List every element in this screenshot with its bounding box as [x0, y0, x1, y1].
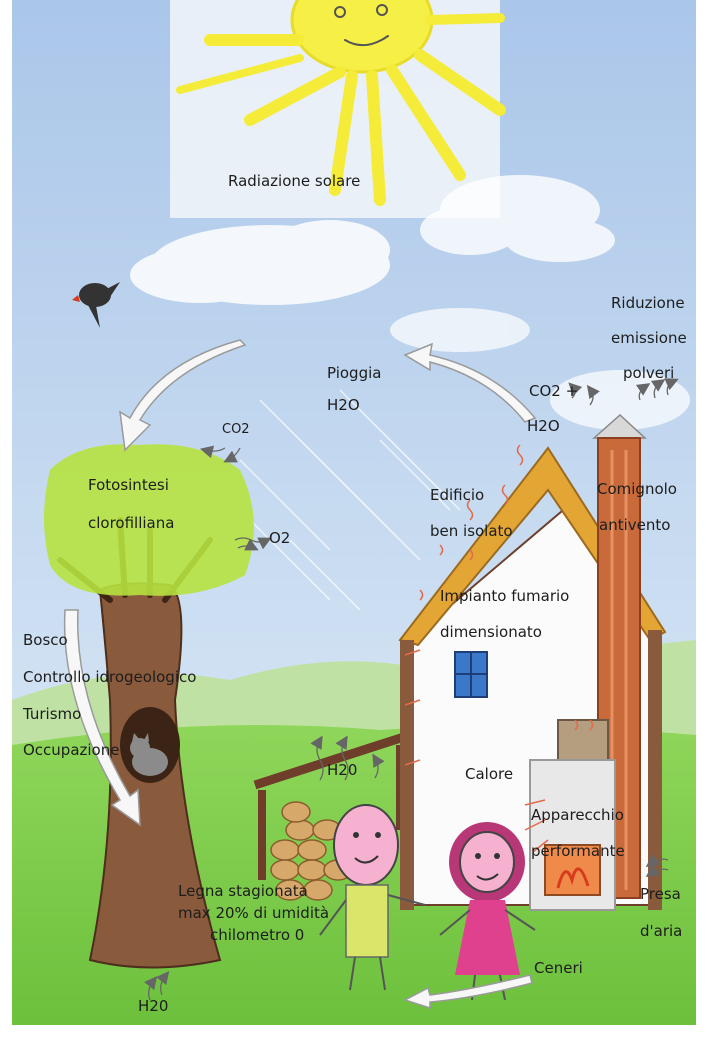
air-intake-label-1: Presa — [640, 885, 681, 903]
squiggle-arrows — [144, 378, 679, 1001]
firewood-label-2: max 20% di umidità — [178, 904, 330, 922]
firewood-label-1: Legna stagionata — [178, 882, 308, 900]
chimney-label-2: antivento — [599, 516, 671, 534]
appliance-label-1: Apparecchio — [531, 806, 624, 824]
solar-radiation-label: Radiazione solare — [228, 172, 361, 190]
reduction-label-1: Riduzione — [611, 294, 685, 312]
cat-icon — [130, 733, 168, 776]
rain-h2o-label: H2O — [327, 396, 360, 414]
heat-label: Calore — [465, 765, 514, 783]
co2-plus-label: CO2 + — [529, 382, 579, 400]
ground-h2o-label: H20 — [138, 997, 169, 1015]
cloud-icon — [130, 220, 390, 305]
rain-streaks — [239, 389, 461, 611]
photosynthesis-label-2: clorofilliana — [88, 514, 175, 532]
sun-icon — [176, 0, 506, 206]
flue-label-2: dimensionato — [440, 623, 542, 641]
tree-co2-label: CO2 — [222, 422, 250, 437]
rain-label: Pioggia — [327, 364, 382, 382]
forest-label-4: Occupazione — [23, 741, 120, 759]
bird-icon — [72, 282, 120, 328]
firewood-label-3: chilometro 0 — [210, 926, 305, 944]
arrow-icon — [63, 339, 537, 1010]
stove-icon — [529, 719, 616, 911]
o2-label: O2 — [269, 529, 291, 547]
forest-label-2: Controllo idrogeologico — [23, 668, 197, 686]
heat-waves — [404, 444, 594, 853]
photosynthesis-label-1: Fotosintesi — [88, 476, 169, 494]
appliance-label-2: performante — [531, 842, 625, 860]
woodshed-h2o-label: H20 — [327, 761, 358, 779]
girl-icon — [439, 822, 536, 1001]
air-intake-label-2: d'aria — [640, 922, 683, 940]
building-label-1: Edificio — [430, 486, 485, 504]
ashes-label: Ceneri — [534, 959, 583, 977]
boy-icon — [319, 804, 426, 991]
window-icon — [454, 651, 488, 698]
cloud-icon — [420, 175, 615, 262]
reduction-label-2: emissione — [611, 329, 687, 347]
forest-label-3: Turismo — [23, 705, 82, 723]
chimney-label-1: Comignolo — [597, 480, 677, 498]
flue-label-1: Impianto fumario — [440, 587, 570, 605]
reduction-label-3: polveri — [623, 364, 675, 382]
chimney-h2o-label: H2O — [527, 417, 560, 435]
forest-label-1: Bosco — [23, 631, 68, 649]
building-label-2: ben isolato — [430, 522, 513, 540]
